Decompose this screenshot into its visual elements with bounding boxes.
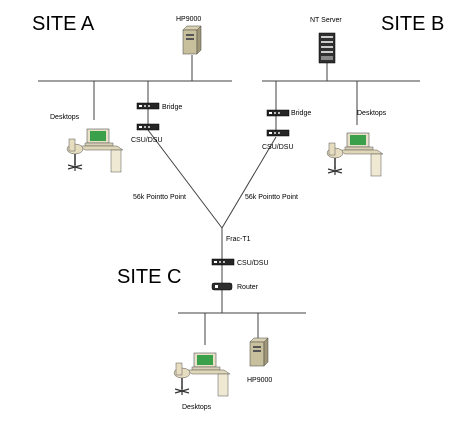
router-c-label: Router bbox=[237, 284, 259, 291]
hp9000-a-icon bbox=[182, 25, 202, 55]
hp9000-c-icon bbox=[249, 337, 269, 367]
site-a-title: SITE A bbox=[32, 13, 95, 35]
bridge-b-icon bbox=[266, 109, 290, 117]
csudsu-c-icon bbox=[211, 258, 235, 266]
desktop-b-icon bbox=[326, 132, 384, 177]
bridge-a-icon bbox=[136, 102, 160, 110]
csudsu-a-icon bbox=[136, 123, 160, 131]
nt-server-icon bbox=[318, 32, 336, 64]
desktops-b-label: Desktops bbox=[357, 110, 387, 117]
csudsu-c-label: CSU/DSU bbox=[237, 260, 269, 267]
link-a-line bbox=[147, 129, 223, 229]
hp9000-a-label: HP9000 bbox=[176, 16, 201, 23]
bridge-a-label: Bridge bbox=[162, 104, 182, 111]
link-b-line bbox=[221, 136, 277, 229]
site-c-title: SITE C bbox=[117, 266, 181, 288]
nt-server-label: NT Server bbox=[310, 17, 342, 24]
bridge-b-label: Bridge bbox=[291, 110, 311, 117]
link-a-label: 56k Pointto Point bbox=[133, 194, 186, 201]
router-c-icon bbox=[211, 282, 233, 291]
csudsu-b-icon bbox=[266, 129, 290, 137]
link-b-label: 56k Pointto Point bbox=[245, 194, 298, 201]
desktop-c-icon bbox=[173, 352, 231, 397]
desktop-a-icon bbox=[66, 128, 124, 173]
csudsu-b-label: CSU/DSU bbox=[262, 144, 294, 151]
site-b-title: SITE B bbox=[381, 13, 444, 35]
desktops-c-label: Desktops bbox=[182, 404, 212, 411]
csudsu-a-label: CSU/DSU bbox=[131, 137, 163, 144]
hp9000-c-label: HP9000 bbox=[247, 377, 272, 384]
desktops-a-label: Desktops bbox=[50, 114, 80, 121]
frac-t1-label: Frac-T1 bbox=[226, 236, 251, 243]
